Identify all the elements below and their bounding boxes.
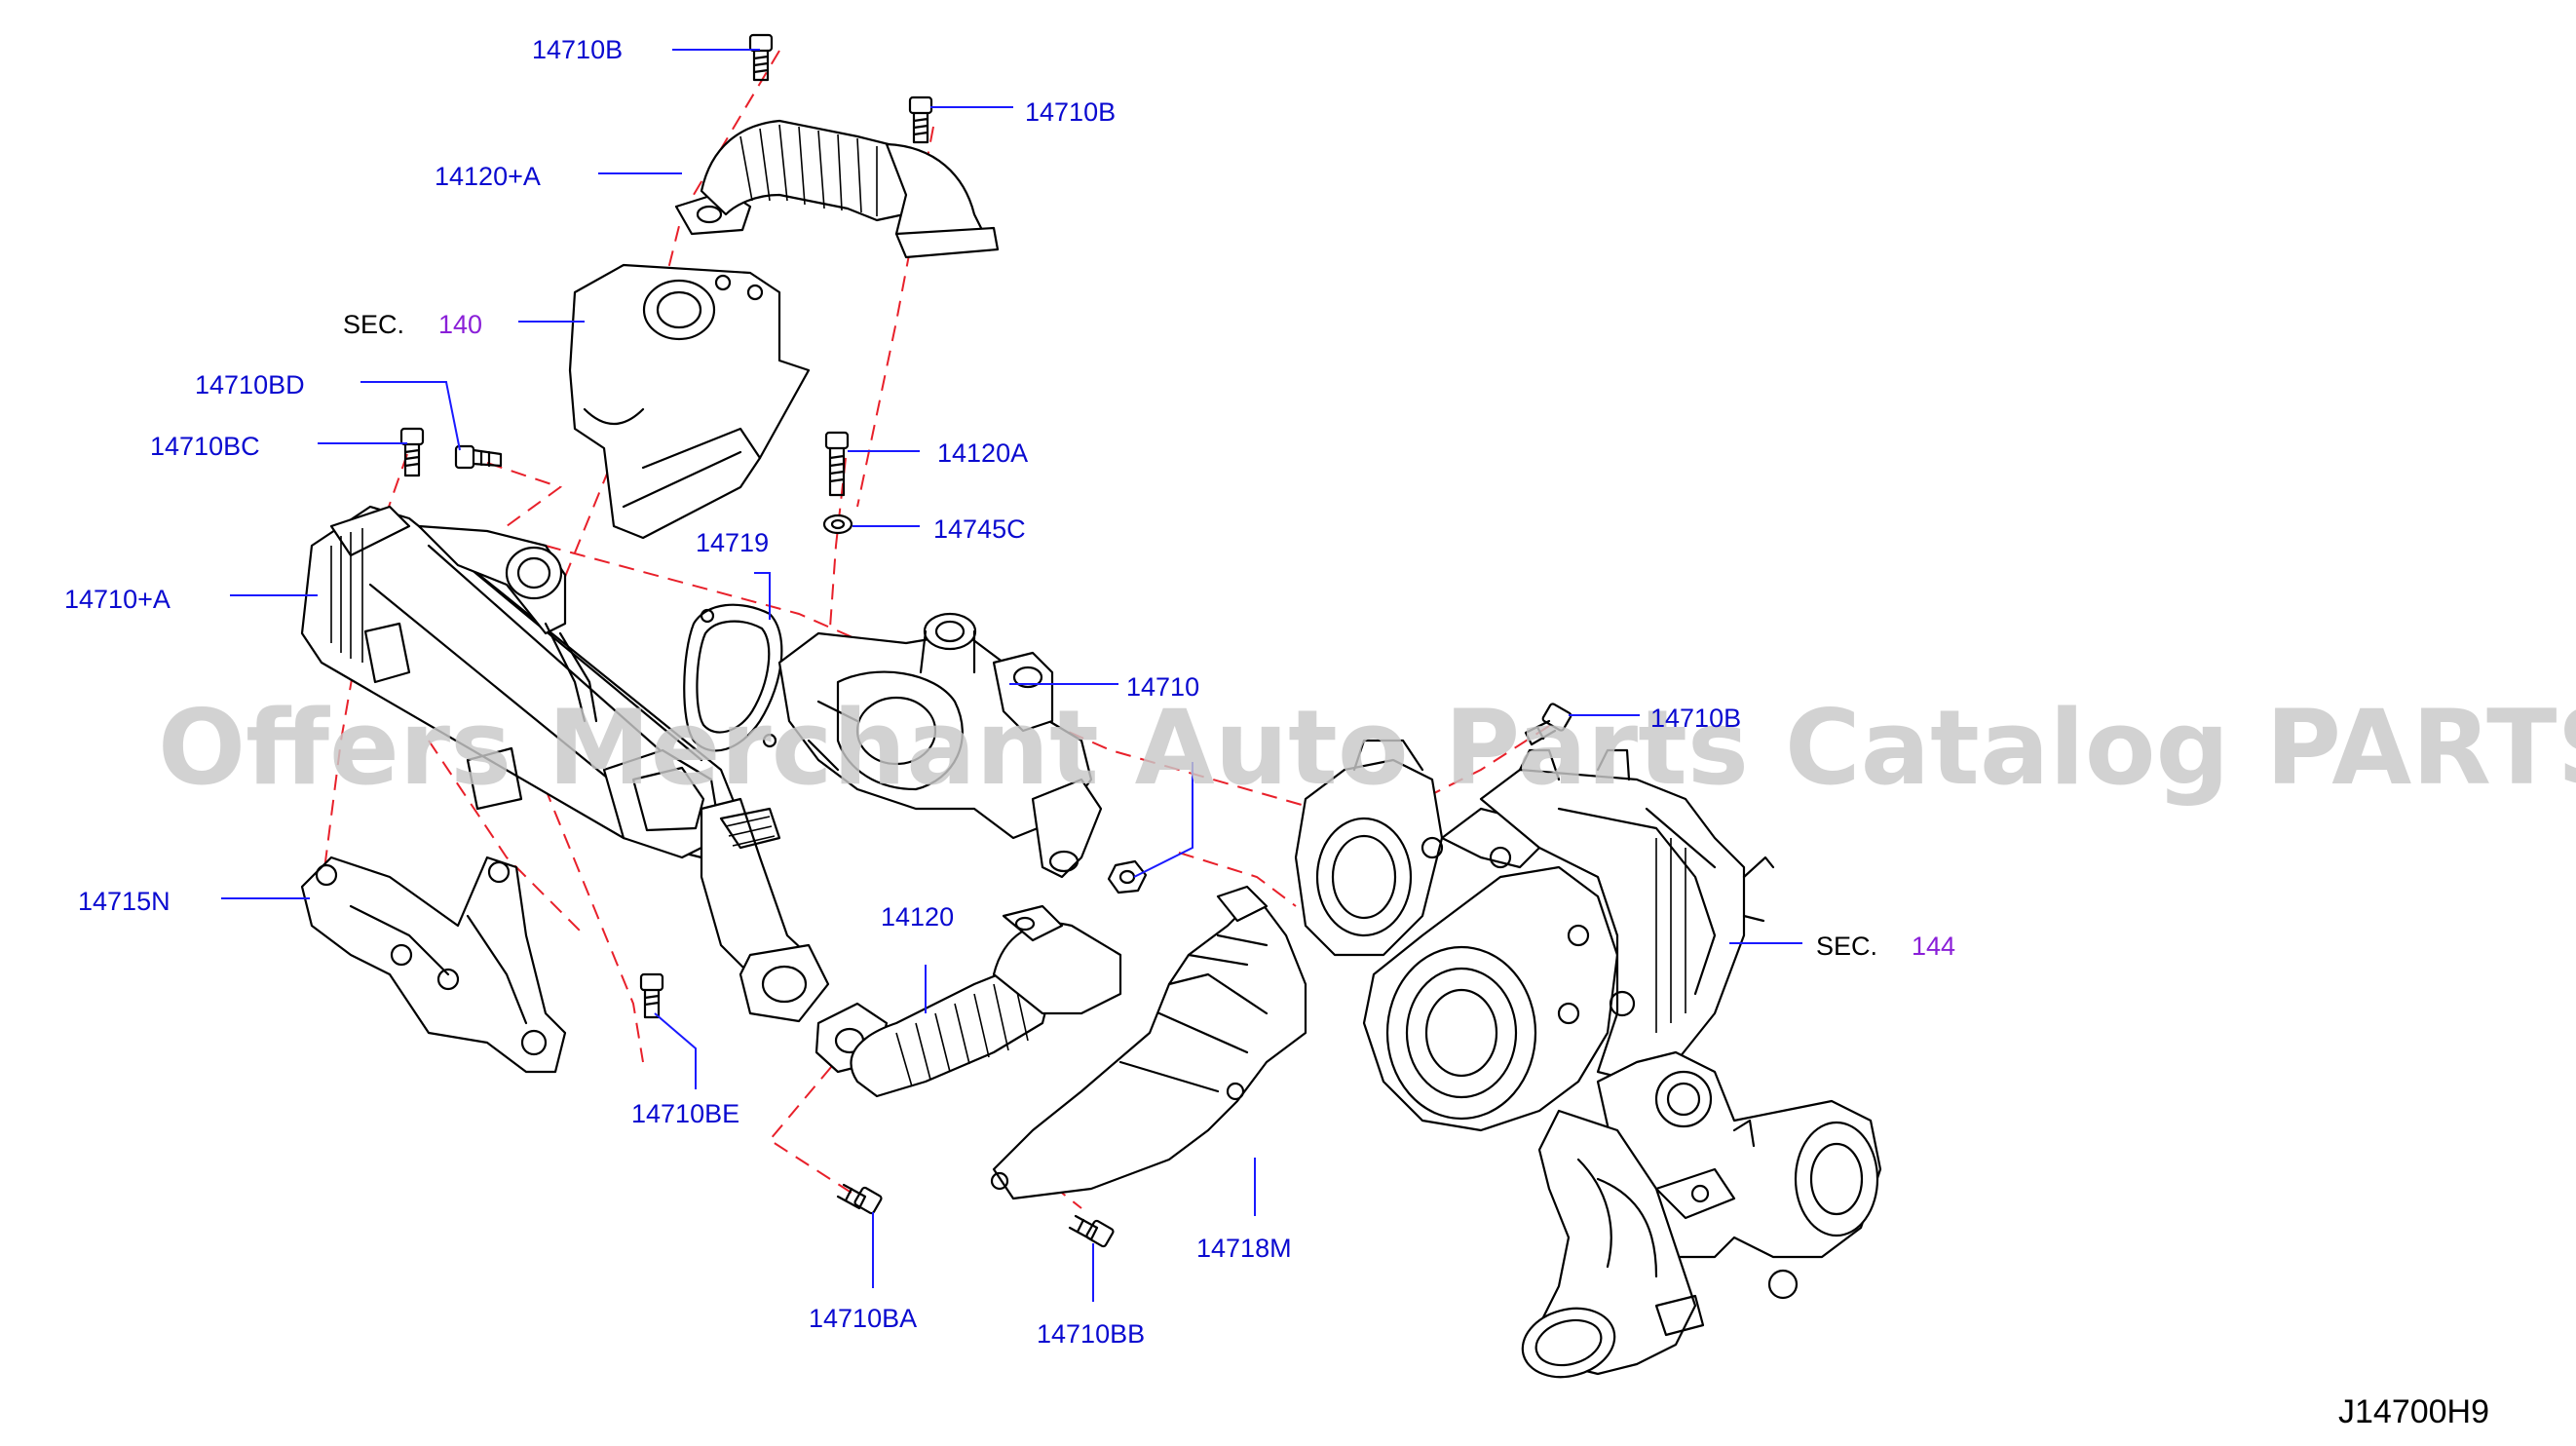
bracket-14715n: [300, 856, 567, 1074]
label-14710-a[interactable]: 14710+A: [64, 585, 170, 614]
bolt-14710ba-icon: [836, 1183, 883, 1215]
label-sec140-prefix: SEC.: [343, 310, 404, 339]
washer-14745c-icon: [822, 514, 853, 535]
intake-bracket-sec140: [568, 263, 811, 540]
intake-hose-upper: [674, 119, 1000, 259]
bolt-14710b-mid-icon: [1524, 703, 1572, 746]
label-14710b-right[interactable]: 14710B: [1025, 97, 1116, 127]
label-14710bc[interactable]: 14710BC: [150, 432, 260, 461]
label-14120a[interactable]: 14120A: [937, 438, 1028, 468]
watermark-text: Offers Merchant Auto Parts Catalog PARTS…: [158, 688, 2576, 808]
egr-cooler: [300, 505, 830, 1023]
bolt-14710be-icon: [639, 972, 664, 1019]
turbocharger-sec144: [1294, 739, 1882, 1379]
label-14710ba[interactable]: 14710BA: [809, 1304, 917, 1333]
label-14718m[interactable]: 14718M: [1196, 1234, 1292, 1263]
heat-shield-14718m: [990, 885, 1307, 1200]
label-sec144-number[interactable]: 144: [1912, 932, 1955, 961]
bolt-14710bc-icon: [399, 427, 425, 477]
nut-14710b-icon: [1107, 859, 1148, 894]
diagram-code: J14700H9: [2338, 1393, 2489, 1430]
gasket-14719: [683, 603, 783, 752]
label-14710bb[interactable]: 14710BB: [1037, 1319, 1145, 1349]
label-14710b-top[interactable]: 14710B: [532, 35, 623, 64]
label-14710[interactable]: 14710: [1126, 672, 1199, 702]
label-14719[interactable]: 14719: [696, 528, 769, 557]
bolt-14710b-right-icon: [908, 95, 933, 144]
label-14120-a-upper[interactable]: 14120+A: [435, 162, 541, 191]
bolt-14120a-icon: [824, 431, 850, 497]
label-14710bd[interactable]: 14710BD: [195, 370, 305, 400]
label-14710b-mid[interactable]: 14710B: [1650, 704, 1741, 733]
label-14715n[interactable]: 14715N: [78, 887, 170, 916]
label-14745c[interactable]: 14745C: [933, 514, 1026, 544]
leader-lines: [221, 49, 1802, 1302]
bolt-14710b-top-icon: [748, 33, 774, 82]
label-sec144-prefix: SEC.: [1816, 932, 1877, 961]
bolt-14710bd-icon: [454, 444, 503, 470]
label-sec140-number[interactable]: 140: [438, 310, 482, 339]
intake-hose-lower: [814, 904, 1122, 1098]
label-14120[interactable]: 14120: [881, 902, 954, 932]
label-14710be[interactable]: 14710BE: [631, 1099, 739, 1128]
bolt-14710bb-icon: [1068, 1214, 1115, 1248]
